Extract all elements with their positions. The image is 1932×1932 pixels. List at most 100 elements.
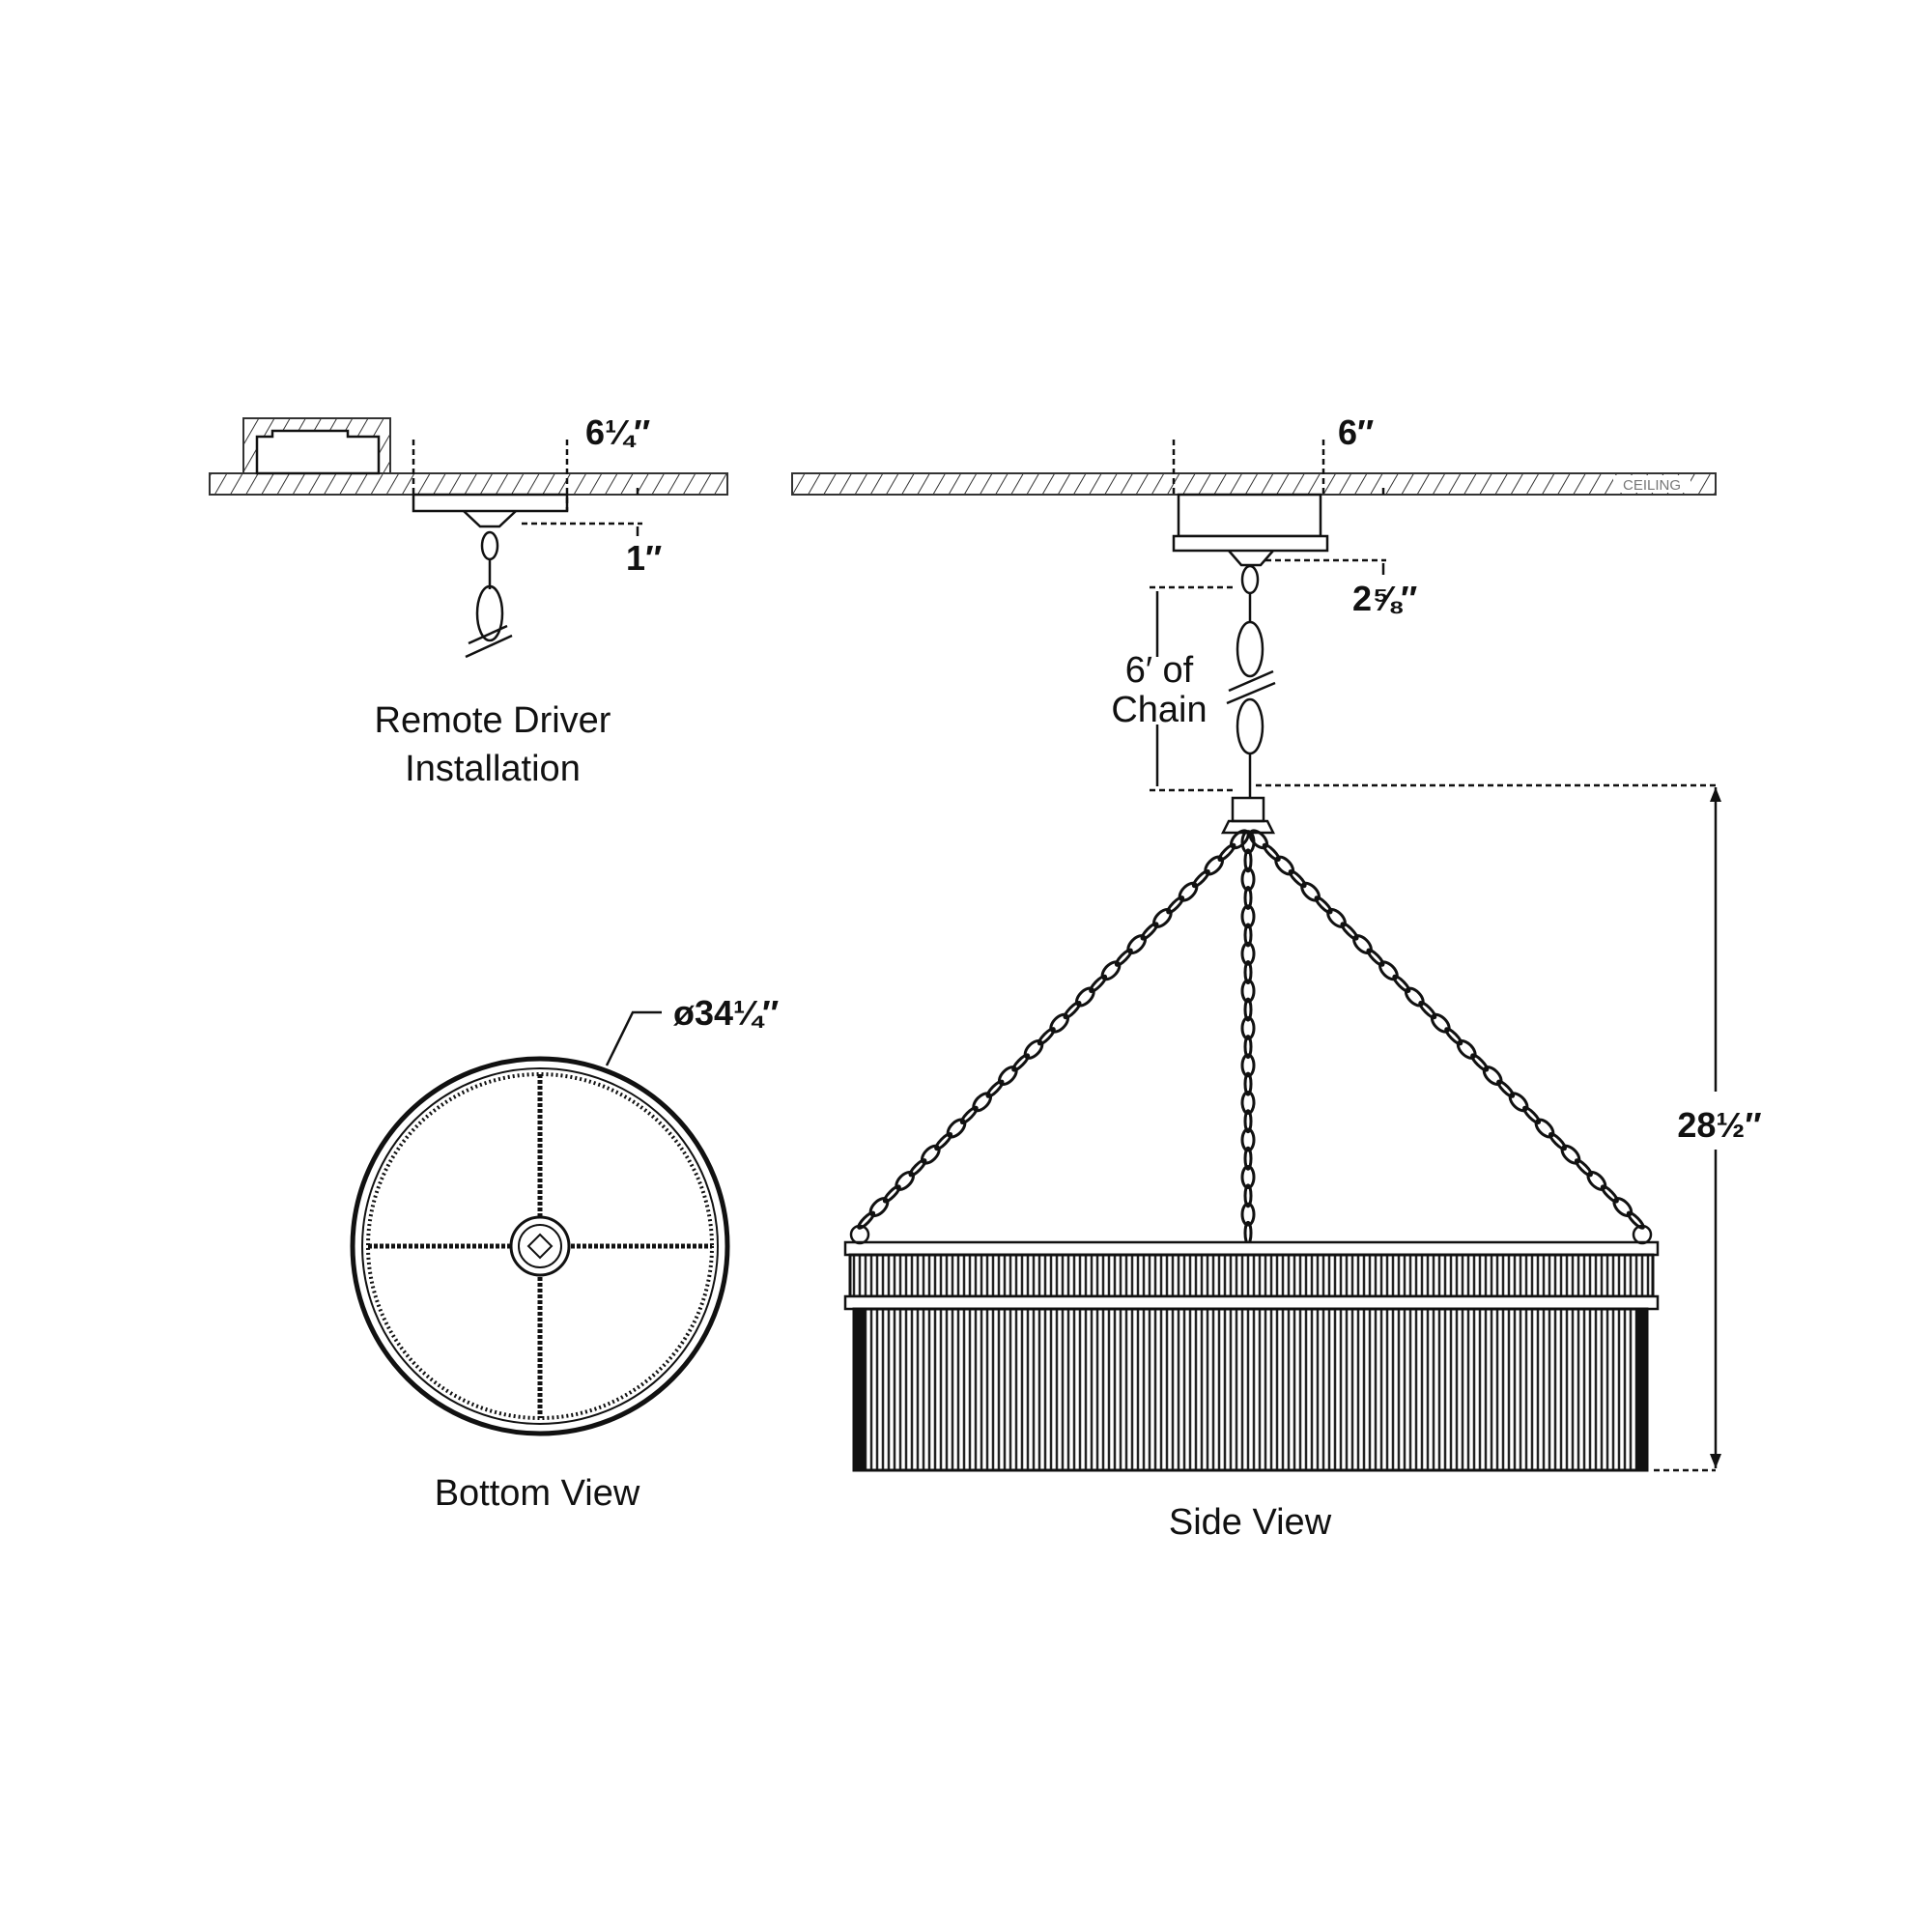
chain-link [1560, 1144, 1581, 1165]
chain-link [1240, 1015, 1256, 1040]
chain-link [1089, 974, 1108, 994]
chain-link [1240, 1202, 1256, 1227]
chain-link [1240, 867, 1256, 892]
chain-link [1340, 922, 1359, 941]
canopy-width-dimension: 6¼″ [585, 412, 650, 452]
chain-link [1326, 908, 1347, 928]
chain-link [1243, 1109, 1253, 1134]
chain-link [1240, 1165, 1256, 1190]
chain-link [1011, 1053, 1031, 1072]
chain-link [1243, 1146, 1253, 1171]
chain-link [1140, 922, 1159, 941]
chain-link [985, 1079, 1005, 1098]
side-view-title: Side View [1169, 1502, 1332, 1543]
chain-link [1236, 620, 1264, 678]
chain-link [1063, 1000, 1082, 1020]
chain-link [998, 1065, 1018, 1087]
chain-link [1534, 1118, 1555, 1139]
chain-link [868, 1197, 890, 1218]
chain-link [1522, 1105, 1542, 1124]
chain-length-label-2: Chain [1111, 690, 1207, 730]
diameter-dimension: ø34¼″ [673, 993, 779, 1033]
chain-link [1100, 960, 1122, 981]
remote-driver-title: Remote Driver [375, 700, 611, 741]
chain-link [1023, 1038, 1044, 1060]
chain-link [946, 1118, 967, 1139]
chain-link [480, 530, 499, 561]
chain-link [1314, 895, 1333, 915]
chain-link [1191, 868, 1210, 889]
chain-link [1243, 923, 1253, 948]
chain-link [1248, 829, 1269, 850]
chain-link [1470, 1053, 1490, 1072]
remote-driver-installation: 6¼″ 1″ Remote Driver Installation [209, 412, 728, 789]
chain-link [1243, 1035, 1253, 1060]
hook [1632, 1224, 1653, 1245]
chain-link [1456, 1039, 1477, 1060]
chain-link [959, 1105, 979, 1125]
chain-link [1166, 895, 1185, 915]
chain-link [1243, 885, 1253, 910]
chain-link [1240, 564, 1260, 595]
bottom-view-title: Bottom View [435, 1473, 640, 1514]
chain-link [1049, 1012, 1069, 1034]
chain-link [1274, 855, 1295, 876]
hook [849, 1224, 870, 1245]
suspension-chains [857, 829, 1645, 1245]
chain-link [1152, 907, 1173, 928]
chain-link [1037, 1027, 1056, 1046]
driver-box [255, 429, 381, 475]
chain-link [895, 1170, 915, 1191]
chain-link [1243, 848, 1253, 873]
chain-link [1114, 948, 1133, 967]
ceiling-label: CEILING [1623, 477, 1681, 494]
chain-link [1178, 881, 1199, 902]
chain-link [1243, 997, 1253, 1022]
chain-link [1496, 1079, 1516, 1098]
chain-link [1240, 1127, 1256, 1152]
chain-link [1548, 1132, 1567, 1151]
top-rim [843, 1240, 1660, 1257]
chain-link [908, 1158, 927, 1178]
chain-link [475, 584, 504, 642]
chain-link [1404, 986, 1425, 1008]
chain-link [1378, 960, 1399, 981]
chain-link [1240, 1090, 1256, 1115]
chain-link [1444, 1027, 1463, 1046]
canopy [1177, 493, 1322, 538]
chain-link [1288, 869, 1307, 889]
canopy-depth-dimension: 2⅝″ [1352, 579, 1417, 618]
chain-link [1600, 1184, 1619, 1204]
chain-link [882, 1184, 901, 1204]
chain-link [1262, 842, 1281, 862]
chain-link [1392, 974, 1411, 993]
outer-rim [350, 1056, 730, 1436]
chain-link [1626, 1210, 1645, 1230]
chain-link [1240, 941, 1256, 966]
chain-link [1217, 842, 1236, 863]
chain-link [1126, 934, 1147, 955]
chain-link [1508, 1092, 1529, 1113]
chain-link [1236, 697, 1264, 755]
chain-link [1204, 855, 1224, 876]
chain-link [1240, 979, 1256, 1004]
chain-link [1243, 1183, 1253, 1208]
canopy-cap [463, 510, 517, 528]
chain-link [1612, 1197, 1634, 1217]
chain-link [1075, 986, 1095, 1008]
chain-link [1243, 1071, 1253, 1096]
chain-link [1430, 1012, 1451, 1034]
bottom-view: ø34¼″ Bottom View [350, 993, 779, 1514]
canopy-width-dimension: 6″ [1338, 412, 1374, 452]
ceiling-left [209, 472, 728, 496]
chain-link [1366, 948, 1385, 967]
chain-link [1586, 1171, 1607, 1191]
middle-rim [843, 1294, 1660, 1311]
side-view: CEILING 6″ 2⅝″ 6′ of Chain [791, 412, 1762, 1543]
chain-link [1240, 904, 1256, 929]
canopy-plate [1172, 534, 1329, 553]
chain-link [934, 1131, 953, 1151]
chain-link [857, 1210, 876, 1230]
